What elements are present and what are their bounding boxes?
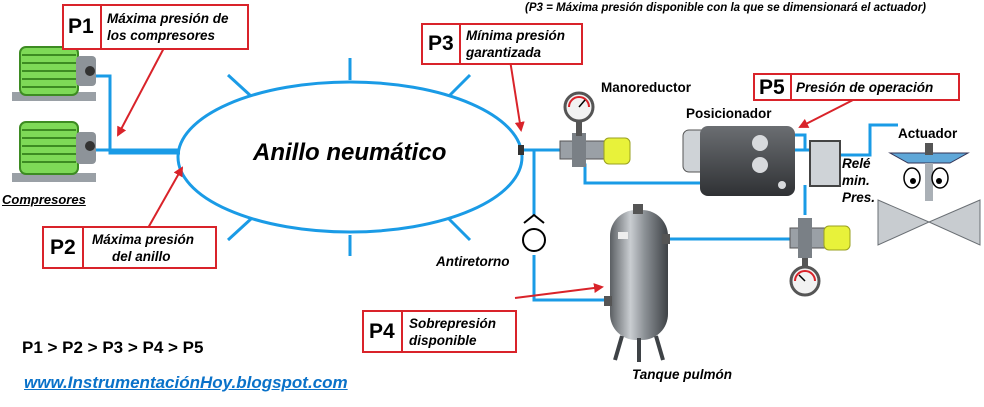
p2-desc-line1: Máxima presión [92,232,195,247]
posicionador-device [682,126,795,196]
p5-id: P5 [759,76,785,99]
rele-label-line1: Relé [842,156,871,171]
p3-box: P3 Mínima presión garantizada [421,23,583,65]
p1-id: P1 [68,15,94,38]
tanque-label: Tanque pulmón [632,367,732,382]
antiretorno-label: Antiretorno [436,254,510,269]
p5-desc: Presión de operación [796,80,934,95]
p4-divider [401,312,403,351]
p3-desc-line1: Mínima presión [466,28,566,43]
posicionador-label: Posicionador [686,106,772,121]
pipes [96,74,898,302]
compressor-bottom [12,121,96,182]
p5-divider [790,75,792,99]
secondary-regulator [789,218,851,297]
ring-outlet-marker [518,145,524,155]
tanque-pulmon [604,204,670,362]
rele-label-line2: min. [842,173,870,188]
compresores-label: Compresores [2,192,86,207]
p4-desc-line1: Sobrepresión [409,316,497,331]
actuador-label: Actuador [898,126,958,141]
p2-desc-line2: del anillo [112,249,171,264]
p4-box: P4 Sobrepresión disponible [362,310,517,353]
p3-divider [459,25,461,63]
rele-label-line3: Pres. [842,190,876,205]
manoreductor-regulator [559,91,631,167]
compressor-top [12,46,96,101]
p4-desc-line2: disponible [409,333,477,348]
p1-divider [100,6,102,48]
p3-desc-line2: garantizada [466,45,542,60]
antiretorno-valve [522,213,546,252]
pressure-arrows [117,45,854,299]
ring-label: Anillo neumático [253,139,447,166]
pneumatic-ring [176,80,524,234]
p2-box: P2 Máxima presión del anillo [42,226,217,269]
dimensioning-note: (P3 = Máxima presión disponible con la q… [525,2,927,14]
p5-box: P5 Presión de operación [753,73,960,101]
ring-spikes [226,58,472,256]
rele-block [809,140,841,187]
p2-id: P2 [50,236,76,259]
actuador-valve [877,143,981,246]
p1-box: P1 Máxima presión de los compresores [62,4,249,50]
website-link[interactable]: www.InstrumentaciónHoy.blogspot.com [24,373,348,392]
p1-desc-line2: los compresores [107,28,216,43]
pressure-inequality: P1 > P2 > P3 > P4 > P5 [22,338,204,357]
manoreductor-label: Manoreductor [601,80,692,95]
p2-divider [82,228,84,267]
p1-desc-line1: Máxima presión de [107,11,229,26]
p3-id: P3 [428,32,454,55]
p4-id: P4 [369,320,395,343]
